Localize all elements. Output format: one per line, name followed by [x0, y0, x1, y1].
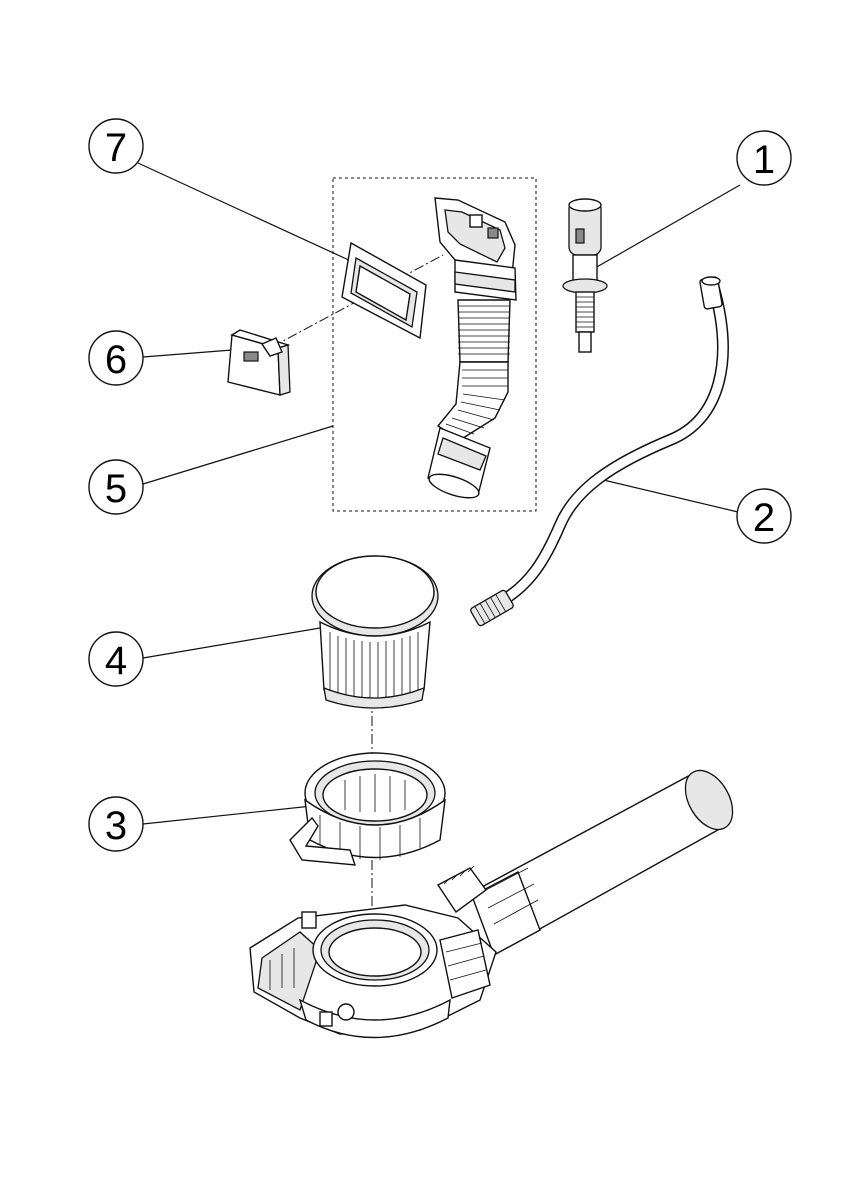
callout-2-label: 2	[753, 496, 775, 540]
part-2-cable[interactable]	[470, 276, 729, 627]
part-4-filter-cap[interactable]	[311, 555, 439, 709]
part-7-gasket[interactable]	[341, 241, 427, 340]
callout-7-label: 7	[105, 126, 127, 170]
callout-6-label: 6	[105, 338, 127, 382]
callout-6[interactable]: 6	[88, 330, 233, 386]
callout-5[interactable]: 5	[88, 425, 334, 515]
part-1-screw[interactable]	[562, 198, 608, 353]
callout-2[interactable]: 2	[594, 477, 792, 544]
drain-housing[interactable]	[249, 762, 742, 1039]
callout-3-label: 3	[105, 804, 127, 848]
callout-4[interactable]: 4	[88, 627, 321, 687]
part-3-ring[interactable]	[289, 752, 446, 866]
callout-4-label: 4	[105, 639, 127, 683]
callout-3[interactable]: 3	[88, 796, 313, 852]
callout-5-label: 5	[105, 467, 127, 511]
part-5-hose-assembly[interactable]	[426, 197, 517, 503]
part-6-cap[interactable]	[227, 329, 291, 396]
callout-1-label: 1	[753, 138, 775, 182]
callout-1[interactable]: 1	[587, 130, 792, 273]
assembly-box	[332, 177, 537, 512]
callout-7[interactable]: 7	[88, 118, 354, 263]
